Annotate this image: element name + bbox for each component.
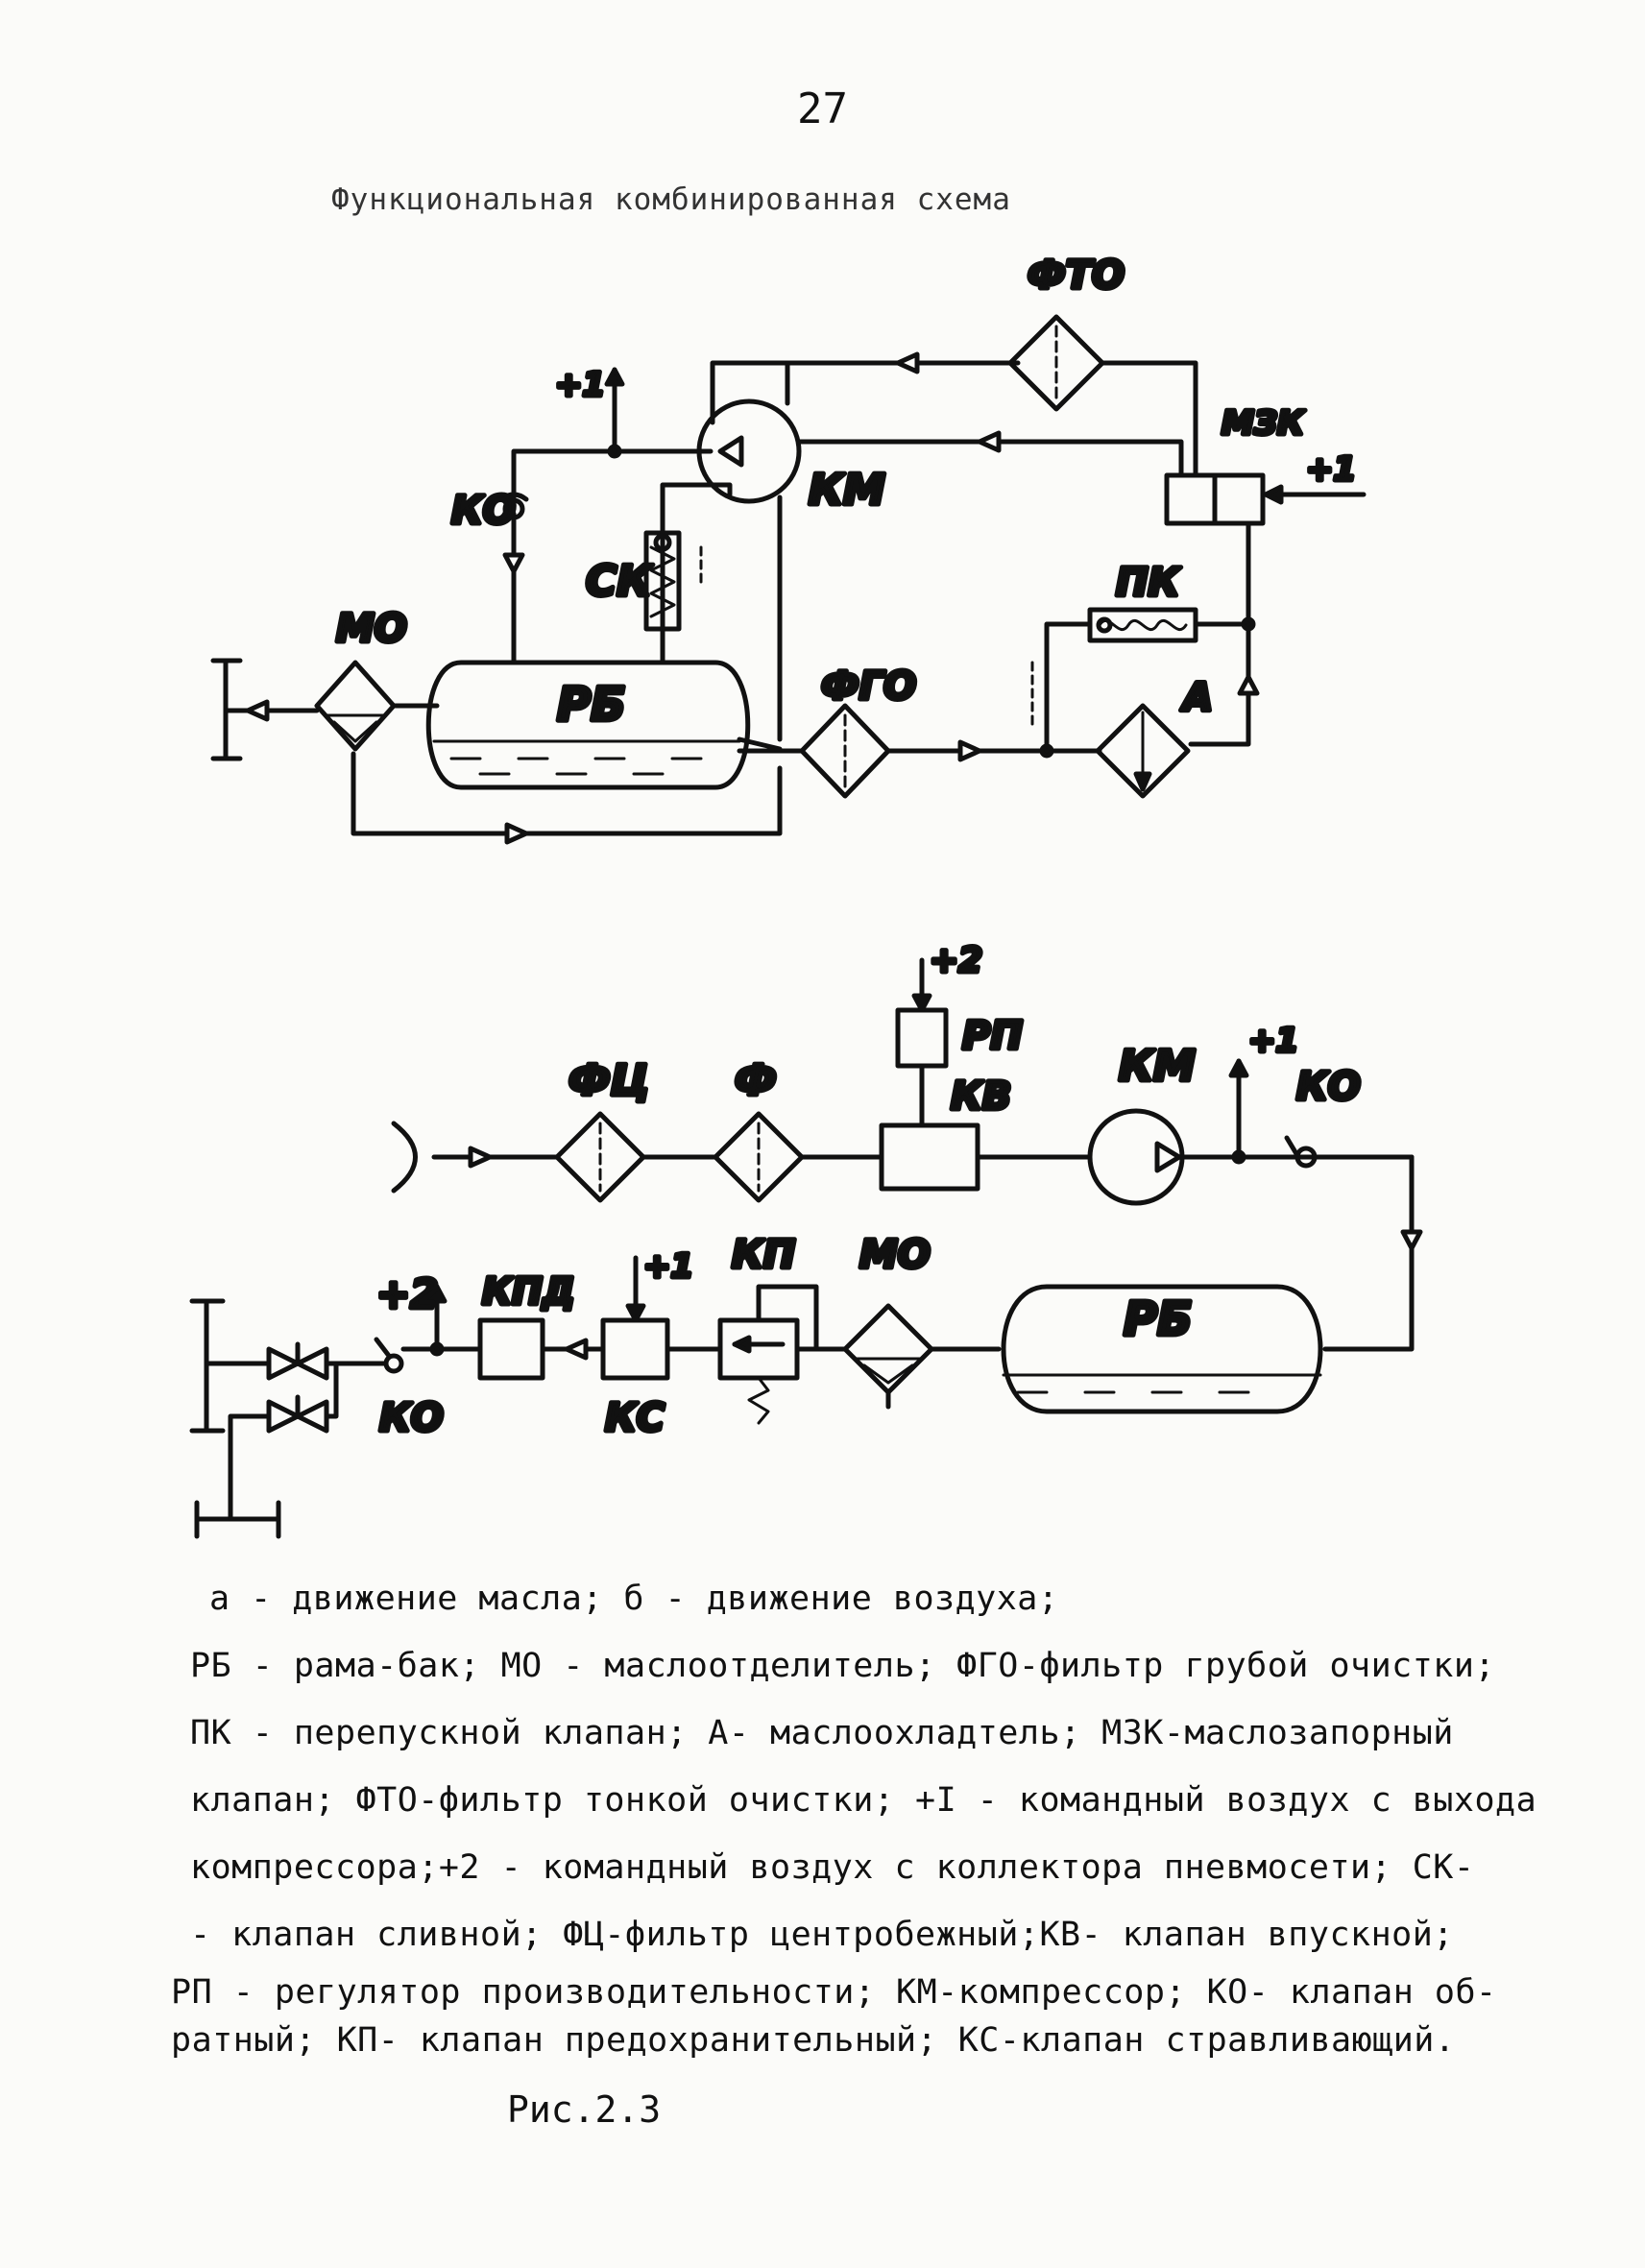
lower-f-filter xyxy=(713,1111,805,1203)
diagram-title: Функциональная комбинированная схема xyxy=(331,182,1011,217)
label-ko-lower-bottom: КО xyxy=(379,1396,444,1440)
label-pk: ПК xyxy=(1116,561,1181,605)
label-kp: КП xyxy=(732,1233,795,1277)
upper-sk-valve xyxy=(643,530,703,632)
legend-line: РП - регулятор производительности; КМ-ко… xyxy=(171,1973,1497,2012)
label-plus1-ks: +1 xyxy=(643,1247,693,1286)
label-plus2-top: +2 xyxy=(930,941,982,980)
lower-fc-filter xyxy=(554,1111,646,1203)
upper-a-cooler xyxy=(1095,703,1191,799)
lower-ks-valve xyxy=(600,1317,670,1381)
label-plus1-lower-top: +1 xyxy=(1248,1022,1298,1060)
legend-line: а - движение масла; б - движение воздуха… xyxy=(209,1580,1059,1618)
lower-scheme xyxy=(189,957,1423,1539)
legend-line: ПК - перепускной клапан; А- маслоохладте… xyxy=(190,1714,1454,1752)
label-ks: КС xyxy=(605,1396,665,1440)
lower-intake xyxy=(391,1121,418,1194)
legend-line: РБ - рама-бак; МО - маслоотделитель; ФГО… xyxy=(190,1647,1496,1685)
legend-line: клапан; ФТО-фильтр тонкой очистки; +I - … xyxy=(190,1781,1537,1820)
upper-rb-tank xyxy=(425,660,751,790)
lower-km-compressor xyxy=(1087,1108,1185,1206)
upper-mzk-valve xyxy=(1164,472,1266,526)
label-rp: РП xyxy=(962,1014,1023,1058)
lower-rb-tank xyxy=(1001,1284,1323,1414)
upper-km-compressor xyxy=(696,398,802,504)
label-rb-lower: РБ xyxy=(1124,1292,1193,1346)
lower-kp-valve xyxy=(717,1284,819,1425)
label-plus1-right: +1 xyxy=(1306,450,1356,489)
label-mo-upper: МО xyxy=(336,607,407,651)
lower-ko-top-valve xyxy=(1284,1135,1318,1169)
lower-ko-bottom-valve xyxy=(374,1337,404,1374)
label-sk: СК xyxy=(586,557,653,606)
lower-kv-valve xyxy=(879,1122,980,1192)
figure-caption: Рис.2.3 xyxy=(507,2088,662,2131)
legend-line: компрессора;+2 - командный воздух с колл… xyxy=(190,1848,1475,1887)
label-fto: ФТО xyxy=(1028,253,1125,298)
upper-outlet xyxy=(210,658,320,761)
upper-mo-separator xyxy=(314,660,397,752)
label-plus2-left: +2 xyxy=(376,1270,438,1317)
lower-rp-regulator xyxy=(895,1007,949,1069)
lower-kpd-valve xyxy=(477,1317,545,1381)
legend-line: - клапан сливной; ФЦ-фильтр центробежный… xyxy=(190,1916,1454,1954)
upper-fgo-filter xyxy=(799,703,891,799)
label-mzk: МЗК xyxy=(1222,404,1306,443)
functional-scheme: ФТО +1 МЗК +1 КО КМ СК ПК МО РБ ФГО А xyxy=(189,252,1423,1539)
label-kpd: КПД xyxy=(482,1270,575,1313)
lower-mo-separator xyxy=(842,1303,934,1410)
page-number: 27 xyxy=(797,84,848,133)
label-ko-upper: КО xyxy=(451,489,516,533)
upper-scheme xyxy=(210,314,1367,845)
label-f: Ф xyxy=(735,1056,777,1105)
label-km-lower: КМ xyxy=(1119,1042,1196,1091)
lower-outlet-valves xyxy=(189,1298,349,1539)
upper-fto-filter xyxy=(1007,314,1105,412)
label-km-upper: КМ xyxy=(809,466,885,515)
label-ko-lower-top: КО xyxy=(1296,1065,1361,1109)
label-kv: КВ xyxy=(951,1074,1011,1119)
legend-line: ратный; КП- клапан предохранительный; КС… xyxy=(171,2021,1456,2060)
label-fc: ФЦ xyxy=(568,1056,649,1105)
label-fgo: ФГО xyxy=(821,664,916,709)
label-mo-lower: МО xyxy=(859,1233,931,1277)
label-plus1-top: +1 xyxy=(555,366,605,404)
upper-pk-valve xyxy=(1087,607,1198,643)
label-rb-upper: РБ xyxy=(557,678,626,732)
label-a: А xyxy=(1180,676,1213,720)
